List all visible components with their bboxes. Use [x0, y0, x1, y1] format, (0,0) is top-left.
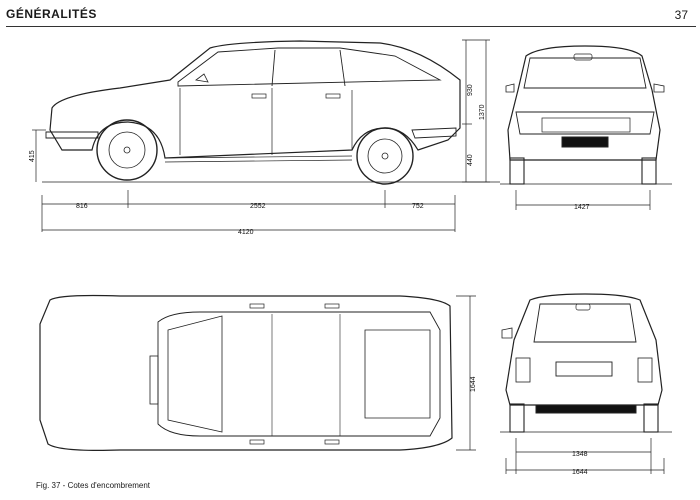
- dim-overall-length: 4120: [238, 229, 254, 236]
- dim-front-overhang: 816: [76, 203, 88, 210]
- side-dimensions: [32, 39, 490, 232]
- figure-caption: Fig. 37 - Cotes d'encombrement: [36, 481, 151, 490]
- rear-dimensions: [505, 438, 665, 474]
- dim-rear-overhang: 752: [412, 203, 424, 210]
- top-dimensions: [456, 295, 476, 451]
- page-number: 37: [674, 8, 688, 22]
- dim-top-width: 1644: [470, 376, 477, 392]
- top-view: [39, 294, 453, 451]
- dim-rear-930: 930: [467, 84, 474, 96]
- side-view: [42, 40, 500, 185]
- section-title: GÉNÉRALITÉS: [6, 7, 97, 21]
- dim-rear-440: 440: [467, 154, 474, 166]
- front-view: [500, 45, 672, 185]
- dim-overall-width: 1644: [572, 469, 588, 476]
- dim-wheelbase: 2552: [250, 203, 266, 210]
- dim-rear-track: 1348: [572, 451, 588, 458]
- header-divider: [6, 26, 696, 27]
- dim-overall-height: 1370: [479, 104, 486, 120]
- dim-front-track: 1427: [574, 204, 590, 211]
- rear-view: [500, 293, 672, 433]
- dim-ground-bumper: 415: [29, 150, 36, 162]
- front-dimensions: [515, 190, 651, 210]
